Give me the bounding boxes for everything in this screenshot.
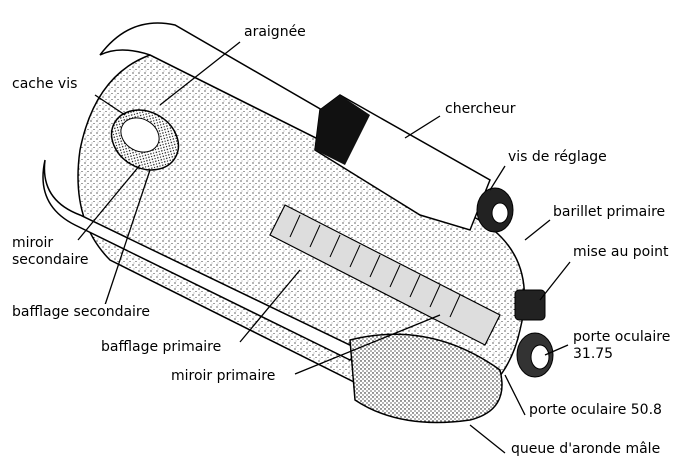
- label-araignee: araignée: [243, 24, 307, 41]
- label-porte-oculaire-508: porte oculaire 50.8: [528, 402, 663, 419]
- label-miroir-secondaire-2: secondaire: [11, 252, 90, 269]
- label-cache-vis: cache vis: [11, 76, 79, 93]
- focuser-knob: [514, 289, 546, 321]
- leader-lines: [77, 41, 571, 454]
- label-queue-aronde: queue d'aronde mâle: [510, 441, 662, 458]
- primary-cell: [349, 333, 503, 424]
- label-porte-oculaire-3175-2: 31.75: [572, 346, 615, 363]
- label-miroir-primaire: miroir primaire: [170, 368, 277, 385]
- label-porte-oculaire-3175-1: porte oculaire: [572, 329, 672, 346]
- label-bafflage-primaire: bafflage primaire: [100, 339, 223, 356]
- label-bafflage-secondaire: bafflage secondaire: [11, 304, 151, 321]
- label-chercheur: chercheur: [444, 101, 517, 118]
- tube-lower-shell: [42, 159, 362, 361]
- label-barillet-primaire: barillet primaire: [552, 204, 667, 221]
- label-mise-au-point: mise au point: [572, 244, 670, 261]
- label-miroir-secondaire-1: miroir: [11, 235, 55, 252]
- primary-baffle: [269, 204, 501, 346]
- label-vis-reglage: vis de réglage: [507, 149, 608, 166]
